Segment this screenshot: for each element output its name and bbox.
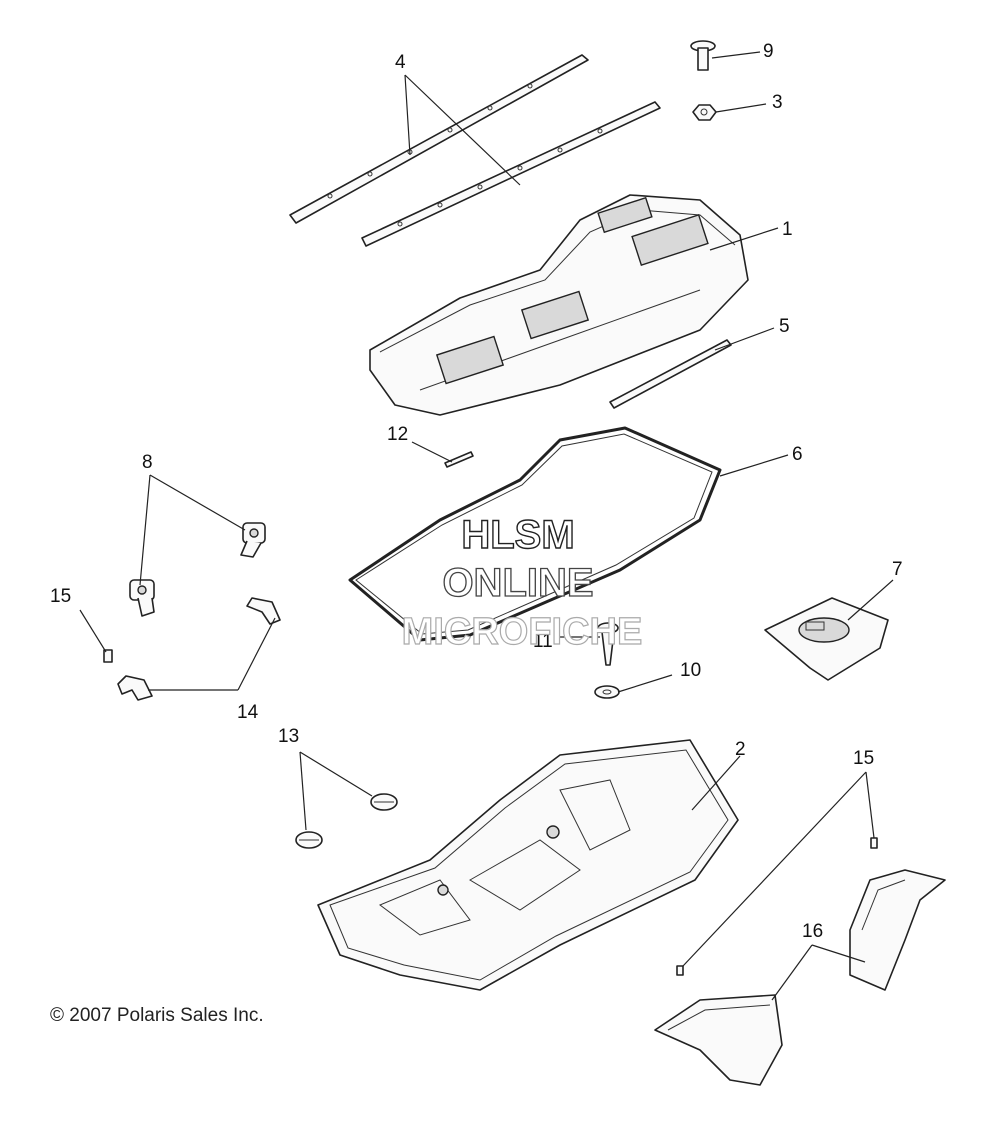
part-9-bolt [690, 40, 716, 71]
callout-8: 8 [142, 452, 153, 473]
leader-6 [719, 454, 789, 477]
part-11-bolt [597, 622, 619, 666]
callout-4: 4 [395, 52, 406, 73]
part-13-plugs [295, 793, 398, 849]
leader-12 [411, 441, 453, 463]
part-14-clips [117, 597, 281, 701]
callout-10: 10 [680, 660, 701, 681]
leader-3 [715, 103, 767, 113]
leader-13a [299, 751, 373, 797]
part-4-seal-strips [289, 54, 661, 247]
leader-4a [404, 74, 411, 156]
callout-13: 13 [278, 726, 299, 747]
leader-15-right-b [682, 771, 867, 967]
callout-12: 12 [387, 424, 408, 445]
callout-1: 1 [782, 219, 793, 240]
watermark: HLSM ONLINE MICROFICHE [401, 512, 643, 653]
callout-11: 11 [533, 631, 553, 652]
copyright-notice: © 2007 Polaris Sales Inc. [50, 1005, 264, 1026]
leader-13b [299, 751, 307, 831]
watermark-line-3: MICROFICHE [402, 611, 643, 653]
callout-2: 2 [735, 739, 746, 760]
callout-14: 14 [237, 702, 259, 723]
callout-3: 3 [772, 92, 783, 113]
part-15-screw-left [103, 649, 113, 663]
leader-1 [709, 227, 779, 251]
part-16-fender-guards [654, 869, 946, 1086]
leader-4b [404, 74, 521, 186]
part-12-pin [444, 451, 474, 468]
leader-10 [617, 674, 673, 693]
callout-6: 6 [792, 444, 803, 465]
leader-16a [811, 944, 866, 963]
part-5-strip [609, 339, 732, 409]
leader-15-left [79, 609, 107, 653]
part-10-washer [594, 685, 620, 699]
part-8-latches [129, 522, 266, 617]
watermark-line-1: HLSM [461, 513, 574, 557]
watermark-line-2: ONLINE [442, 561, 593, 605]
part-15-screw-right-upper [870, 837, 878, 849]
leader-7 [847, 579, 894, 621]
part-6-gasket [348, 426, 722, 642]
leader-lines [79, 51, 894, 1001]
part-7-access-cover [764, 597, 889, 681]
leader-16b [771, 944, 813, 1001]
callout-9: 9 [763, 41, 774, 62]
callout-5: 5 [779, 316, 790, 337]
leader-5 [714, 327, 775, 351]
leader-8a [149, 474, 246, 531]
leader-2 [691, 755, 741, 811]
leader-8b [139, 474, 151, 586]
part-15-screw-right-lower [676, 965, 684, 976]
callout-16: 16 [802, 921, 823, 942]
leader-15-right-a [865, 771, 875, 839]
callout-7: 7 [892, 559, 903, 580]
leader-14a [237, 617, 276, 691]
part-2-lower-tub [317, 739, 739, 991]
callout-15-left: 15 [50, 586, 71, 607]
callout-15-right: 15 [853, 748, 874, 769]
part-3-nut [692, 104, 717, 121]
part-1-vent-grilles [435, 196, 709, 385]
leader-9 [711, 51, 761, 59]
callout-labels: 1 2 3 4 5 6 7 8 9 10 11 12 13 14 15 15 1… [50, 41, 903, 942]
part-1-top-cover [369, 194, 749, 416]
